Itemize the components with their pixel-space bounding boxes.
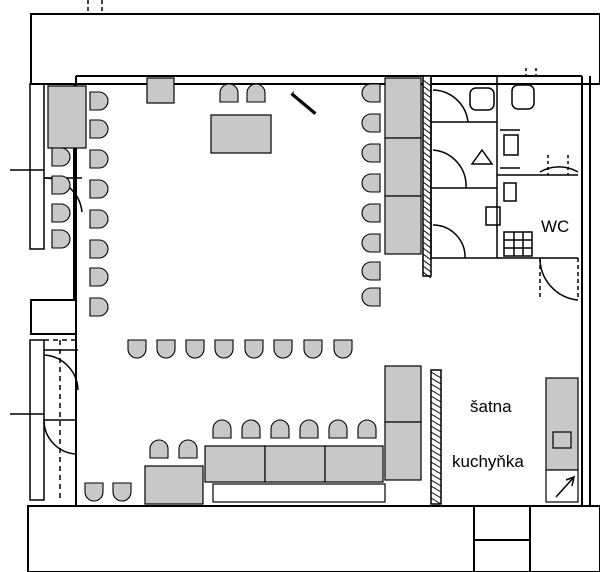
chair [89,297,109,317]
sink-2-icon [485,206,501,226]
chair [328,419,348,439]
center-table [210,114,272,154]
chair [361,173,381,193]
table-top-left [47,85,87,149]
chair [112,482,132,502]
kuchynka-label: kuchyňka [452,452,524,471]
chair [178,439,198,459]
chair [361,287,381,307]
chair [149,439,169,459]
chair [361,203,381,223]
chair [303,339,323,359]
chair [51,203,71,223]
chair [219,83,239,103]
kitchen-counter [545,377,579,471]
sink-3-icon [503,182,517,202]
furniture [47,77,579,505]
chair [51,175,71,195]
chair [89,91,109,111]
toilet-1-icon [469,87,495,111]
chair [214,339,234,359]
chair [89,209,109,229]
chair [89,267,109,287]
bar-counter-bottom-right [384,365,422,423]
chair [333,339,353,359]
chair [361,261,381,281]
urinal-icon [470,148,494,165]
chair [361,83,381,103]
chair [270,419,290,439]
chair [361,143,381,163]
chair [84,482,104,502]
chair [51,147,71,167]
small-table [146,77,175,104]
corner-table [144,465,204,505]
satna-label: šatna [470,397,512,416]
chair [299,419,319,439]
chair [361,113,381,133]
toilet-2-icon [511,84,535,110]
partition-walls [422,75,442,505]
bench-bottom [204,445,266,483]
chair [89,239,109,259]
chair [212,419,232,439]
chair [156,339,176,359]
chair [127,339,147,359]
wc-block [430,68,579,301]
chair [89,119,109,139]
chairs [51,83,381,502]
sink-1-icon [503,134,519,156]
chair [361,233,381,253]
chair [241,419,261,439]
chair [244,339,264,359]
chair [273,339,293,359]
bar-counter-top-right [384,77,422,139]
chair [246,83,266,103]
chair [51,229,71,249]
chair [357,419,377,439]
chair [185,339,205,359]
entrance-doors [43,177,83,500]
wc-label: WC [541,217,569,236]
chair [89,149,109,169]
chair [89,179,109,199]
